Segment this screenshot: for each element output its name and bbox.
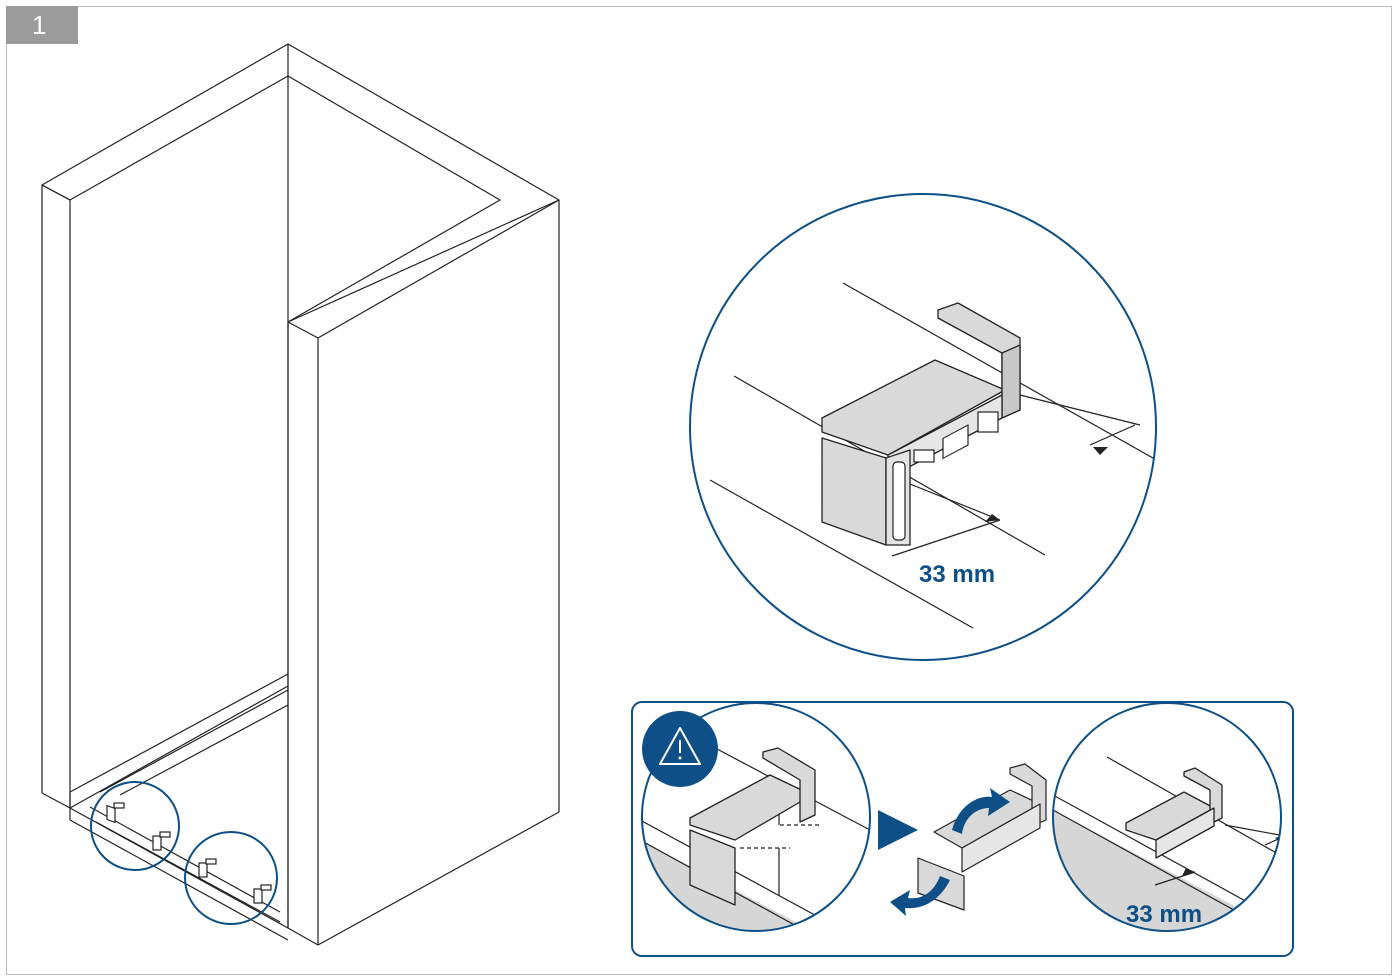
clip-3 (198, 858, 217, 878)
inset-right-view (1053, 756, 1281, 931)
clip-2 (152, 831, 171, 851)
warning-triangle-icon (642, 711, 718, 787)
clip-1 (106, 802, 125, 824)
clip-4 (253, 884, 272, 904)
detail-circle-outline (689, 193, 1157, 661)
step-number-badge: 1 (6, 6, 78, 44)
dimension-arrow-left (985, 514, 1000, 522)
detail-dimension-label: 33 mm (919, 561, 996, 588)
page-frame (6, 6, 1392, 975)
cabinet-drawing (41, 43, 560, 946)
detail-view (709, 282, 1156, 629)
inset-right-circle (1052, 702, 1282, 932)
inset-left-circle (641, 702, 871, 932)
cabinet-clips (106, 802, 272, 904)
clip-highlight-circle-2 (184, 831, 278, 925)
clip-highlight-circle-1 (90, 781, 180, 871)
dimension-arrow-right (1093, 447, 1108, 455)
inset-dimension-label: 33 mm (1126, 901, 1203, 928)
arrow-right-triangle-icon (878, 810, 918, 850)
inset-frame (631, 701, 1294, 957)
rotate-arrows (890, 788, 1010, 916)
